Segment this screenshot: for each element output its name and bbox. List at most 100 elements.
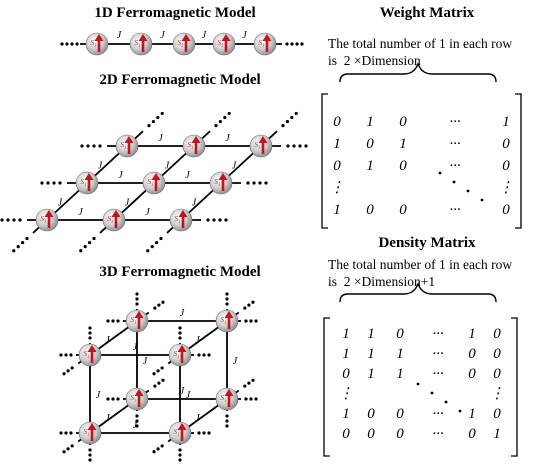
spin-sphere: [215, 309, 239, 333]
continuation-dot: [214, 124, 218, 128]
continuation-dot: [59, 431, 63, 435]
coupling-j-label: J: [158, 133, 163, 144]
spin-subscript: i: [135, 321, 137, 326]
density-note-line2: is 2 ×Dimension+1: [328, 274, 435, 289]
density-matrix-cell: 1: [468, 406, 476, 422]
continuation-dot: [225, 292, 229, 296]
weight-matrix-cell: 1: [366, 114, 374, 130]
continuation-dot: [225, 419, 229, 423]
spin-subscript: i: [139, 44, 141, 49]
density-left-bracket: [323, 317, 330, 457]
spin-label: S: [135, 39, 139, 47]
continuation-dot: [156, 369, 160, 373]
spin-arrow-head: [44, 210, 54, 217]
spin-subscript: i: [178, 433, 180, 438]
continuation-dot: [88, 453, 92, 457]
density-matrix-cell: 0: [493, 406, 501, 422]
spin-subscript: i: [182, 44, 184, 49]
spin-sphere: [115, 134, 139, 158]
spin-label: S: [131, 316, 135, 324]
continuation-dot: [178, 326, 182, 330]
coupling-j-label: J: [143, 356, 148, 367]
weight-matrix-cell: 0: [366, 136, 374, 152]
density-matrix-cell: 1: [493, 426, 501, 442]
continuation-dot: [135, 292, 139, 296]
density-matrix-cell: 0: [468, 426, 476, 442]
density-matrix-cell: 1: [342, 326, 350, 342]
spin-label: S: [131, 394, 135, 402]
continuation-dot: [146, 249, 150, 253]
continuation-dot: [69, 431, 73, 435]
density-matrix-cell: 0: [493, 366, 501, 382]
continuation-dot: [116, 319, 120, 323]
coupling-j-label: J: [125, 198, 130, 209]
coupling-j-label: J: [195, 335, 200, 346]
spin-sphere: [85, 32, 109, 56]
coupling-j-label: J: [133, 420, 138, 431]
continuation-dot: [157, 381, 161, 385]
continuation-dot: [83, 245, 87, 249]
density-matrix-cell: 0: [396, 406, 404, 422]
spin-sphere: [168, 421, 192, 445]
continuation-dot: [178, 331, 182, 335]
coupling-j-label: J: [185, 170, 190, 181]
spin-arrow-head: [124, 136, 134, 143]
spin-sphere: [78, 421, 102, 445]
spin-arrow-head: [262, 34, 272, 41]
continuation-dot: [79, 249, 83, 253]
density-matrix-cell: 0: [342, 366, 350, 382]
weight-matrix-cell: ···: [449, 158, 460, 174]
coupling-j-label: J: [225, 133, 230, 144]
spin-subscript: i: [95, 44, 97, 49]
density-matrix-cell: 1: [396, 346, 404, 362]
continuation-dot: [249, 397, 253, 401]
spin-subscript: i: [112, 220, 114, 225]
density-matrix-diagonal-dot: [416, 382, 420, 386]
title-2d-model: 2D Ferromagnetic Model: [99, 72, 260, 88]
continuation-dot: [285, 42, 289, 46]
density-brace: [339, 282, 497, 303]
density-note-line1: The total number of 1 in each row: [328, 257, 512, 272]
continuation-dot: [92, 236, 96, 241]
spin-arrow-head: [221, 34, 231, 41]
spin-sphere: [215, 387, 239, 411]
continuation-dot: [111, 397, 115, 401]
spin-subscript: i: [222, 44, 224, 49]
continuation-dot: [281, 124, 285, 128]
coupling-j-label: J: [133, 342, 138, 353]
spin-sphere: [212, 32, 236, 56]
continuation-dot: [251, 378, 255, 382]
continuation-dot: [12, 249, 16, 253]
weight-matrix-cell: ⋮: [499, 180, 514, 196]
spin-label: S: [174, 428, 178, 436]
spin-label: S: [148, 178, 152, 186]
spin-sphere: [169, 208, 193, 232]
continuation-dot: [135, 414, 139, 418]
density-matrix-cell: 0: [367, 406, 375, 422]
continuation-dot: [88, 326, 92, 330]
density-matrix-cell: 0: [396, 426, 404, 442]
continuation-dot: [135, 297, 139, 301]
continuation-dot: [249, 319, 253, 323]
density-matrix-cell: 0: [493, 326, 501, 342]
continuation-dot: [40, 181, 44, 185]
spin-arrow-head: [218, 173, 228, 180]
continuation-dot: [243, 306, 247, 310]
spin-label: S: [221, 394, 225, 402]
spin-label: S: [121, 141, 125, 149]
continuation-dot: [59, 353, 63, 357]
continuation-dot: [202, 431, 206, 435]
continuation-dot: [16, 245, 20, 249]
continuation-dot: [298, 144, 302, 148]
weight-matrix-diagonal-dot: [466, 189, 470, 193]
